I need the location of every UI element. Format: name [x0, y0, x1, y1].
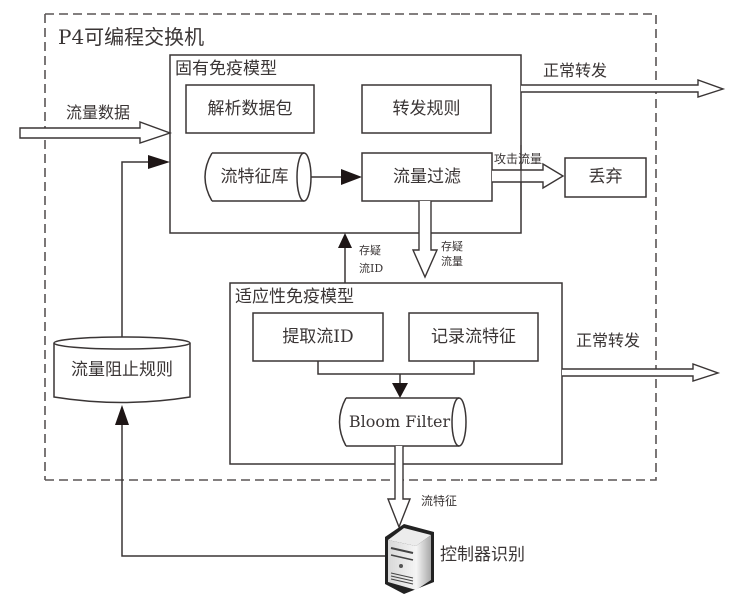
blocking-rules-cylinder[interactable]: [53, 343, 191, 404]
flow-features-label: 流特征: [421, 494, 458, 508]
suspicious-flow-id-arrowhead: [338, 233, 352, 248]
controller-to-rules-arrowhead: [115, 405, 129, 425]
drop-label: 丢弃: [588, 167, 623, 187]
blocking-rules-cylinder-top: [53, 336, 191, 350]
suspicious-flow-id-label-line2: 流ID: [359, 262, 384, 275]
forward-rules-label: 转发规则: [392, 98, 461, 119]
flow-feature-db-label: 流特征库: [220, 166, 289, 187]
rules-to-innate-arrowhead: [148, 155, 170, 169]
extract-flow-id-box[interactable]: [252, 312, 384, 362]
drop-box[interactable]: [564, 157, 647, 198]
suspicious-flow-id-label-line1: 存疑: [359, 244, 381, 257]
merge-arrowhead: [392, 383, 408, 398]
suspicious-traffic-arrow: [411, 201, 439, 279]
innate-immune-model-title: 固有免疫模型: [175, 59, 277, 79]
normal-forward-top-arrow: [521, 79, 726, 98]
attack-traffic-arrow: [492, 162, 565, 190]
innate-immune-model-box: [169, 54, 522, 234]
traffic-data-input-arrow: [19, 120, 173, 144]
flow-feature-db-cylinder[interactable]: [204, 152, 304, 202]
forward-rules-box[interactable]: [361, 84, 492, 134]
record-flow-features-label: 记录流特征: [431, 326, 516, 347]
suspicious-traffic-label-line1: 存疑: [441, 240, 463, 253]
normal-forward-top-label: 正常转发: [543, 61, 608, 80]
controller-label: 控制器识别: [440, 545, 525, 565]
p4-switch-dashed-border-right: [461, 13, 657, 481]
traffic-filter-label: 流量过滤: [393, 166, 461, 187]
rules-to-innate-line: [121, 161, 150, 337]
parse-packet-box[interactable]: [185, 84, 315, 134]
traffic-data-label: 流量数据: [66, 103, 131, 122]
flow-features-arrow: [386, 446, 412, 529]
bloom-filter-cylinder-end: [451, 397, 467, 447]
adaptive-immune-model-title: 适应性免疫模型: [235, 287, 354, 307]
parse-packet-label: 解析数据包: [207, 98, 293, 119]
server-icon[interactable]: [385, 524, 434, 594]
p4-switch-dashed-border: [44, 13, 461, 481]
extract-flow-id-label: 提取流ID: [282, 326, 354, 347]
bloom-filter-label: Bloom Filter: [348, 412, 451, 431]
blocking-rules-label: 流量阻止规则: [71, 359, 173, 380]
normal-forward-bottom-label: 正常转发: [576, 331, 641, 350]
suspicious-traffic-label-line2: 流量: [441, 255, 463, 268]
normal-forward-bottom-arrow: [562, 363, 721, 382]
record-flow-features-box[interactable]: [408, 312, 539, 362]
db-to-filter-arrowhead: [341, 169, 362, 185]
p4-switch-title: P4可编程交换机: [58, 25, 205, 49]
attack-traffic-label: 攻击流量: [494, 152, 543, 166]
controller-to-rules-line: [121, 418, 387, 557]
